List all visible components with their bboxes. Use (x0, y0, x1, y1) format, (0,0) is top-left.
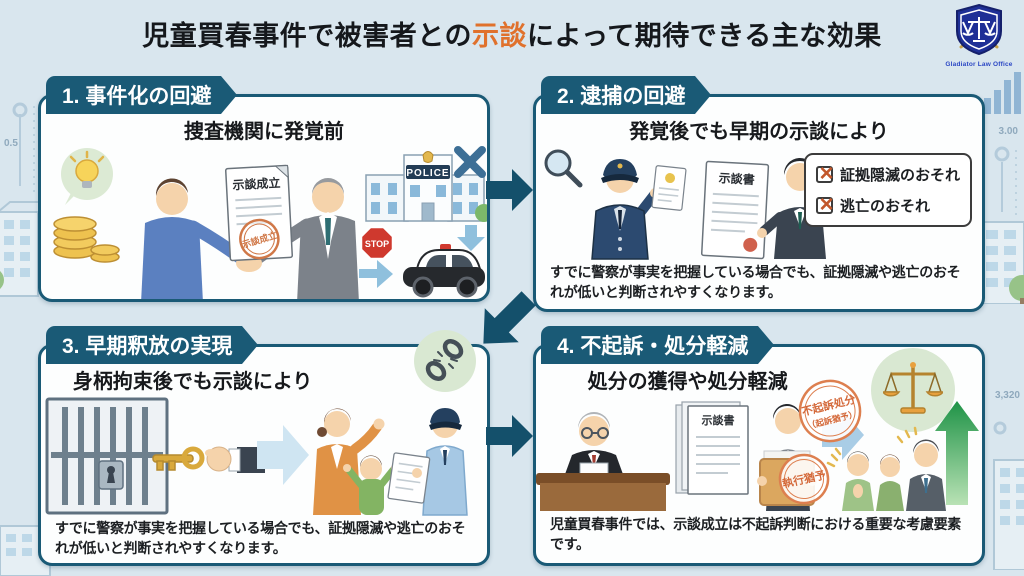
title-prefix: 児童買春事件で被害者との (142, 21, 472, 51)
panel-1-subtitle: 捜査機関に発覚前 (184, 121, 344, 143)
police-station: POLICE (365, 151, 487, 222)
page-title: 児童買春事件で被害者との示談によって期待できる主な効果 (0, 14, 1024, 53)
svg-text:POLICE: POLICE (406, 168, 449, 179)
panel-2-header-tab: 2. 逮捕の回避 (541, 76, 712, 114)
arrow-panel1-to-panel2 (486, 169, 533, 211)
broken-chain-badge (414, 330, 476, 392)
checklist-item-flight: × 逃亡のおそれ (815, 192, 960, 217)
broken-chain-icon (425, 339, 464, 381)
bg-slider-right (994, 146, 1017, 216)
svg-text:STOP: STOP (365, 239, 389, 249)
no-crossout-icon (454, 146, 486, 178)
panel-1-header-tab: 1. 事件化の回避 (46, 76, 238, 114)
settlement-document-stack: 示談書 (675, 401, 749, 495)
panel-3-illustration (45, 397, 468, 516)
panel-4-body: 処分の獲得や処分軽減 (533, 344, 985, 566)
panel-3-note: すでに警察が事実を把握している場合でも、証拠隠滅や逃亡のおそれが低いと判断されや… (55, 520, 466, 557)
svg-text:示談書: 示談書 (717, 170, 755, 187)
svg-text:示談書: 示談書 (701, 413, 735, 427)
panel-3-early-release: 3. 早期釈放の実現 身柄拘束後でも示談により (38, 326, 490, 566)
panel-3-header-label: 3. 早期釈放の実現 (62, 335, 233, 358)
bg-slider-left (12, 102, 35, 196)
panel-4-non-prosecution: 4. 不起訴・処分軽減 処分の獲得や処分軽減 (533, 326, 985, 566)
improvement-up-arrow-icon (935, 401, 979, 505)
bg-building-right-bottom (993, 421, 1024, 570)
x-mark-icon: × (819, 191, 834, 218)
bg-building-left (0, 201, 50, 297)
svg-text:示談成立: 示談成立 (231, 175, 281, 193)
title-highlight: 示談 (471, 21, 527, 51)
panel-1-header-label: 1. 事件化の回避 (62, 85, 212, 108)
hand-with-key (152, 446, 265, 473)
judge-figure (536, 412, 670, 511)
panel-1-avoid-criminal-case: 1. 事件化の回避 捜査機関に発覚前 (38, 76, 490, 302)
checked-checkbox-icon: × (815, 161, 833, 186)
law-office-logo: Gladiator Law Office (944, 3, 1014, 68)
stop-sign-icon: STOP (359, 225, 395, 261)
panel-3-body: 身柄拘束後でも示談により (38, 344, 490, 566)
panel-4-header-tab: 4. 不起訴・処分軽減 (541, 326, 775, 364)
police-officer-figure (591, 159, 660, 260)
release-arrow-icon (257, 425, 309, 485)
idea-lightbulb-icon (61, 148, 113, 205)
panel-4-illustration: 示談書 (536, 379, 979, 511)
panel-2-body: 発覚後でも早期の示談により (533, 94, 985, 312)
panel-3-subtitle: 身柄拘束後でも示談により (72, 371, 313, 393)
panel-1-illustration: 示談成立 示談成立 (53, 146, 487, 299)
settlement-paper: 示談書 (700, 160, 770, 260)
checklist-item-label: 逃亡のおそれ (839, 198, 930, 215)
panel-2-note: すでに警察が事実を把握している場合でも、証拠隠滅や逃亡のおそれが低いと判断されや… (550, 264, 961, 301)
buyer-figure (141, 178, 252, 299)
scales-of-justice-icon (883, 362, 943, 414)
bg-label-right-top: 3.00 (998, 126, 1018, 137)
happy-clients-figures (876, 426, 946, 511)
checklist-item-evidence: × 証拠隠滅のおそれ (815, 161, 960, 186)
bg-label-left: 0.5 (4, 138, 18, 149)
panel-2-avoid-arrest: 2. 逮捕の回避 発覚後でも早期の示談により (533, 76, 985, 312)
bg-building-right (979, 221, 1024, 304)
x-mark-icon: × (819, 160, 834, 187)
panel-1-body: 捜査機関に発覚前 (38, 94, 490, 302)
bg-bar-chart (984, 72, 1021, 114)
shield-scales-icon (956, 3, 1002, 56)
panel-2-header-label: 2. 逮捕の回避 (557, 85, 686, 108)
scales-badge (871, 348, 955, 432)
flow-arrow-right-icon (359, 260, 393, 288)
arrow-panel3-to-panel4 (486, 415, 533, 457)
magnifier-icon (544, 149, 583, 188)
police-car (403, 244, 485, 298)
officer-document (651, 165, 687, 211)
panel-2-illustration: 示談書 (544, 149, 826, 260)
arrow-panel2-to-panel3 (483, 291, 536, 344)
non-prosecution-stamp: 不起訴処分 （起訴猶予） (798, 379, 862, 443)
arrest-risk-checklist: × 証拠隠滅のおそれ × 逃亡のおそれ (803, 153, 972, 227)
panel-4-subtitle: 処分の獲得や処分軽減 (587, 371, 788, 393)
panel-2-subtitle: 発覚後でも早期の示談により (629, 121, 889, 143)
checked-checkbox-icon: × (815, 192, 833, 217)
release-officer-figure (387, 408, 468, 516)
settlement-document: 示談成立 示談成立 (224, 164, 294, 262)
panel-4-note: 児童買春事件では、示談成立は不起訴判断における重要な考慮要素です。 (550, 516, 961, 553)
law-office-name: Gladiator Law Office (945, 61, 1013, 68)
praying-man-figure (826, 447, 874, 511)
checklist-item-label: 証拠隠滅のおそれ (839, 167, 960, 184)
panel-4-header-label: 4. 不起訴・処分軽減 (557, 335, 749, 358)
settlement-stamp: 示談成立 (239, 218, 280, 260)
jail-door (45, 397, 169, 515)
title-suffix: によって期待できる主な効果 (526, 21, 882, 51)
panel-3-header-tab: 3. 早期釈放の実現 (46, 326, 259, 364)
mother-figure (313, 408, 385, 515)
suspended-sentence-stamp: 執行猶予 (778, 453, 830, 505)
money-coins-icon (53, 216, 120, 263)
bg-label-right-bottom: 3,320 (994, 390, 1020, 401)
flow-arrow-down-icon (457, 225, 485, 251)
